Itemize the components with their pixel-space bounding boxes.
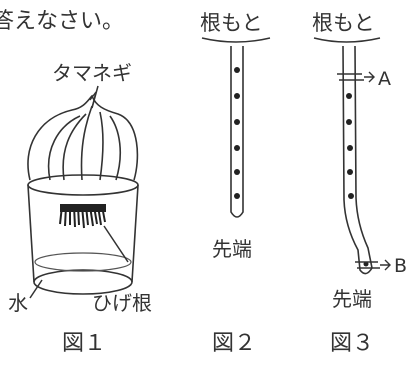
figure-3-root — [342, 45, 373, 275]
onion-bulb — [27, 91, 139, 181]
figure-2-tip-label: 先端 — [212, 237, 252, 261]
water-label: 水 — [8, 291, 28, 315]
roots-leader-line — [103, 225, 129, 263]
mark-a-indicator — [337, 71, 375, 83]
figure-3-ink-marks — [346, 93, 369, 267]
figure-3-caption: 図３ — [330, 331, 374, 356]
figure-2-root — [230, 46, 244, 218]
figure-1-caption: 図１ — [62, 331, 106, 356]
figure-2-base-label: 根もと — [200, 11, 263, 35]
roots-label: ひげ根 — [92, 291, 152, 315]
water-surface — [34, 252, 132, 272]
figure-3: 根もと A B 先端 図３ — [312, 11, 407, 356]
figure-2: 根もと 先端 図２ — [200, 11, 271, 356]
mark-b-indicator — [355, 259, 391, 271]
root-base-band — [60, 204, 106, 212]
question-text: 答えなさい。 — [0, 9, 124, 34]
figure-2-caption: 図２ — [212, 331, 256, 356]
figure-1: タマネギ 水 — [8, 61, 152, 356]
figure-2-base-line — [201, 37, 271, 43]
mark-b-label: B — [394, 255, 407, 277]
glass-cup — [27, 174, 139, 295]
figure-3-base-label: 根もと — [312, 11, 375, 35]
mark-a-label: A — [378, 68, 391, 90]
figure-3-base-line — [313, 37, 381, 43]
figure-3-tip-label: 先端 — [332, 287, 372, 311]
onion-label: タマネギ — [52, 61, 132, 85]
water-leader-line — [29, 279, 43, 299]
figure-2-ink-marks — [234, 67, 240, 199]
